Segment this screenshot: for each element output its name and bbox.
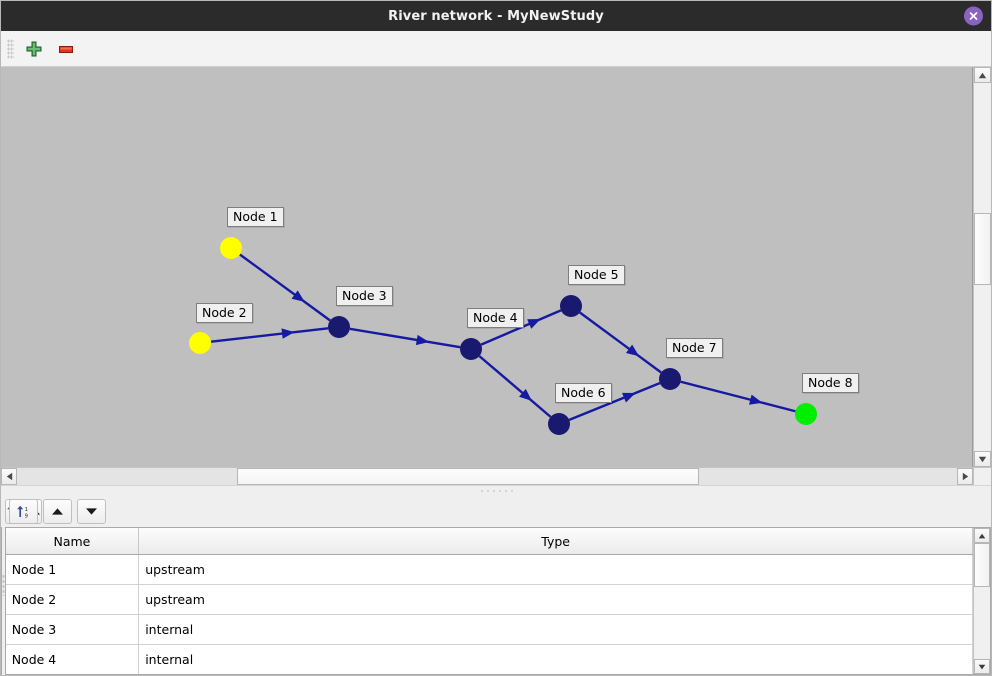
- triangle-up-icon: [978, 533, 986, 538]
- nodes-vscroll-thumb[interactable]: [974, 543, 991, 587]
- graph-node-label-node-2[interactable]: Node 2: [196, 303, 253, 323]
- add-node-button[interactable]: [20, 35, 48, 63]
- table-cell[interactable]: upstream: [138, 584, 974, 615]
- graph-node-label-node-5[interactable]: Node 5: [568, 265, 625, 285]
- graph-node-label-node-1[interactable]: Node 1: [227, 207, 284, 227]
- graph-node-label-node-8[interactable]: Node 8: [802, 373, 859, 393]
- nodes-vertical-scrollbar[interactable]: [973, 528, 991, 674]
- canvas-vscroll-track[interactable]: [974, 83, 991, 451]
- delete-node-icon: [59, 45, 73, 53]
- network-canvas-area: Node 1 Node 2 Node 3 Node 4 Node 5 Node 6 Node…: [1, 67, 991, 467]
- panes-vertical-splitter[interactable]: [1, 495, 5, 675]
- triangle-left-icon: [6, 472, 12, 481]
- triangle-right-icon: [962, 472, 968, 481]
- svg-text:1: 1: [24, 507, 27, 513]
- window-title: River network - MyNewStudy: [388, 8, 604, 24]
- graph-node-node-4[interactable]: [460, 338, 482, 360]
- table-cell[interactable]: internal: [138, 614, 974, 645]
- svg-text:9: 9: [24, 513, 27, 519]
- scroll-left-button[interactable]: [1, 468, 17, 485]
- scrollbar-corner: [973, 468, 991, 485]
- graph-edge-arrow-icon: [291, 290, 305, 302]
- table-cell[interactable]: internal: [138, 644, 974, 674]
- scroll-up-button[interactable]: [974, 67, 991, 83]
- close-icon[interactable]: [964, 6, 983, 26]
- nodes-scroll-down-button[interactable]: [974, 659, 991, 674]
- table-cell[interactable]: upstream: [138, 554, 974, 585]
- graph-edge[interactable]: [239, 253, 331, 322]
- triangle-up-icon: [978, 72, 987, 78]
- table-cell[interactable]: Node 1: [5, 554, 140, 585]
- graph-edge-arrow-icon: [527, 319, 541, 329]
- graph-node-node-2[interactable]: [189, 332, 211, 354]
- arrow-down-icon: [85, 507, 97, 515]
- graph-edge-arrow-icon: [749, 394, 763, 405]
- graph-edge[interactable]: [579, 311, 662, 374]
- main-toolbar: [1, 31, 991, 67]
- network-graph-canvas[interactable]: Node 1 Node 2 Node 3 Node 4 Node 5 Node 6 Node…: [1, 67, 973, 467]
- graph-edge[interactable]: [210, 327, 329, 343]
- canvas-hscroll-thumb[interactable]: [237, 468, 699, 485]
- graph-node-label-node-3[interactable]: Node 3: [336, 286, 393, 306]
- graph-node-node-3[interactable]: [328, 316, 350, 338]
- table-cell[interactable]: Node 2: [5, 584, 140, 615]
- add-node-icon: [26, 41, 42, 56]
- graph-edge[interactable]: [680, 380, 796, 413]
- column-header-name[interactable]: Name: [5, 528, 140, 555]
- graph-node-node-6[interactable]: [548, 413, 570, 435]
- nodes-move-down-button[interactable]: [76, 498, 106, 524]
- delete-node-button[interactable]: [52, 35, 80, 63]
- arrow-up-icon: [51, 507, 63, 515]
- graph-node-label-node-7[interactable]: Node 7: [666, 338, 723, 358]
- nodes-toolbar: 1 9: [5, 495, 991, 527]
- graph-node-node-8[interactable]: [795, 403, 817, 425]
- graph-edge-arrow-icon: [281, 328, 295, 339]
- graph-edge[interactable]: [568, 382, 661, 421]
- graph-edge[interactable]: [349, 327, 461, 349]
- nodes-sort-button[interactable]: 1 9: [8, 498, 38, 524]
- triangle-down-icon: [978, 456, 987, 462]
- graph-edge-arrow-icon: [415, 334, 430, 346]
- graph-node-node-1[interactable]: [220, 237, 242, 259]
- canvas-horizontal-scrollbar[interactable]: [1, 467, 991, 485]
- scroll-right-button[interactable]: [957, 468, 973, 485]
- toolbar-grip[interactable]: [7, 38, 14, 59]
- graph-edge-arrow-icon: [622, 392, 636, 403]
- splitter-grip-icon: [479, 488, 513, 493]
- nodes-vscroll-track[interactable]: [974, 543, 991, 659]
- table-cell[interactable]: Node 3: [5, 614, 140, 645]
- nodes-scroll-up-button[interactable]: [974, 528, 991, 543]
- horizontal-splitter[interactable]: [1, 485, 991, 495]
- window-titlebar: River network - MyNewStudy: [1, 1, 991, 31]
- graph-edge-arrow-icon: [519, 388, 532, 401]
- graph-edge[interactable]: [478, 355, 552, 418]
- bottom-panes: 1 9 NameNode1Node2 Node 1 -> Node 3Node …: [1, 495, 992, 675]
- canvas-vertical-scrollbar[interactable]: [973, 67, 991, 467]
- graph-node-node-5[interactable]: [560, 295, 582, 317]
- canvas-hscroll-track[interactable]: [17, 468, 957, 485]
- scroll-down-button[interactable]: [974, 451, 991, 467]
- graph-node-node-7[interactable]: [659, 368, 681, 390]
- sort-arrow-icon: 1 9: [16, 505, 28, 519]
- network-graph-svg: [189, 237, 817, 435]
- column-header-type[interactable]: Type: [138, 528, 974, 555]
- graph-edge-arrow-icon: [625, 344, 640, 357]
- graph-node-label-node-6[interactable]: Node 6: [555, 383, 612, 403]
- graph-node-label-node-4[interactable]: Node 4: [467, 308, 524, 328]
- canvas-vscroll-thumb[interactable]: [974, 213, 991, 285]
- triangle-down-icon: [978, 664, 986, 669]
- nodes-move-up-button[interactable]: [42, 498, 72, 524]
- table-cell[interactable]: Node 4: [5, 644, 140, 674]
